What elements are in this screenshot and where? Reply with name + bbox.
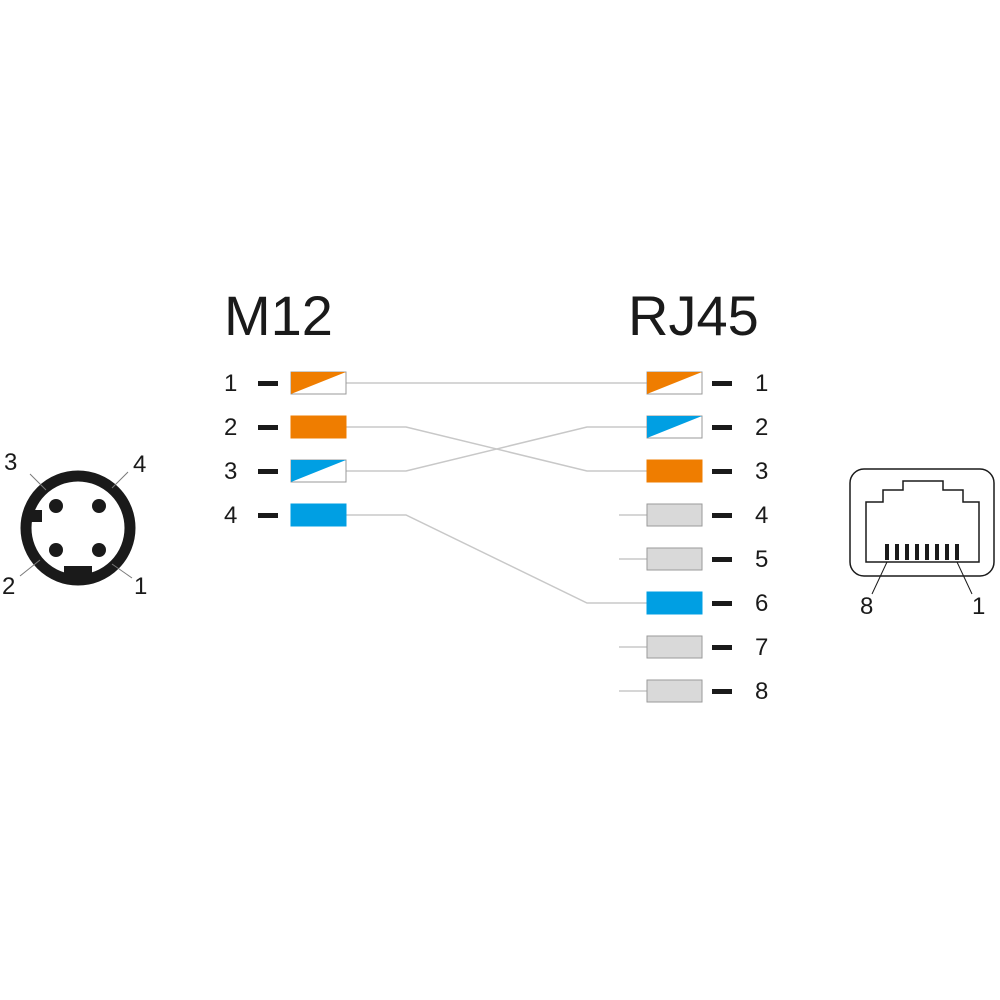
m12-pin-box-3 (290, 459, 347, 483)
rj45-face-label-1: 1 (972, 593, 985, 620)
rj45-pin-list: 1 2 3 4 5 6 7 8 (646, 370, 768, 705)
rj45-pin-tick-8 (712, 689, 732, 694)
rj45-pin-box-7 (646, 635, 703, 659)
m12-pin-label-3: 3 (224, 458, 237, 485)
wire-layer (346, 382, 647, 692)
rj45-pin-box-3 (646, 459, 703, 483)
m12-face-label-2: 2 (2, 573, 15, 600)
rj45-pin-box-8 (646, 679, 703, 703)
m12-pin-label-1: 1 (224, 370, 237, 397)
rj45-pin-box-6 (646, 591, 703, 615)
m12-face-label-1: 1 (134, 573, 147, 600)
m12-pin-tick-1 (258, 381, 278, 386)
rj45-pin-tick-1 (712, 381, 732, 386)
rj45-pin-label-1: 1 (755, 370, 768, 397)
rj45-pin-tick-2 (712, 425, 732, 430)
wire-m12-4-to-rj45-6 (346, 514, 647, 604)
m12-pin-tick-4 (258, 513, 278, 518)
m12-pin-tick-2 (258, 425, 278, 430)
rj45-pin-label-3: 3 (755, 458, 768, 485)
rj45-pin-label-4: 4 (755, 502, 768, 529)
rj45-title: RJ45 (628, 284, 759, 347)
m12-pin-tick-3 (258, 469, 278, 474)
rj45-pin-label-2: 2 (755, 414, 768, 441)
rj45-pin-box-1 (646, 371, 703, 395)
rj45-pin-label-8: 8 (755, 678, 768, 705)
m12-pin-list: 1 2 3 4 (224, 370, 347, 529)
m12-pin-box-1 (290, 371, 347, 395)
rj45-pin-box-2 (646, 415, 703, 439)
m12-title: M12 (224, 284, 333, 347)
rj45-jack-icon (849, 468, 995, 595)
rj45-pin-tick-4 (712, 513, 732, 518)
rj45-pin-box-4 (646, 503, 703, 527)
m12-pin-label-4: 4 (224, 502, 237, 529)
m12-pin-box-4 (290, 503, 347, 527)
rj45-pin-label-6: 6 (755, 590, 768, 617)
rj45-face-label-8: 8 (860, 593, 873, 620)
m12-face-label-3: 3 (4, 449, 17, 476)
m12-pin-label-2: 2 (224, 414, 237, 441)
rj45-pin-tick-3 (712, 469, 732, 474)
m12-face-label-4: 4 (133, 451, 146, 478)
m12-socket-icon (19, 470, 136, 586)
rj45-pin-tick-5 (712, 557, 732, 562)
rj45-pin-box-5 (646, 547, 703, 571)
rj45-pin-label-7: 7 (755, 634, 768, 661)
wire-m12-3-to-rj45-2 (346, 426, 647, 472)
rj45-pin-label-5: 5 (755, 546, 768, 573)
rj45-pin-tick-7 (712, 645, 732, 650)
rj45-pin-tick-6 (712, 601, 732, 606)
m12-pin-box-2 (290, 415, 347, 439)
